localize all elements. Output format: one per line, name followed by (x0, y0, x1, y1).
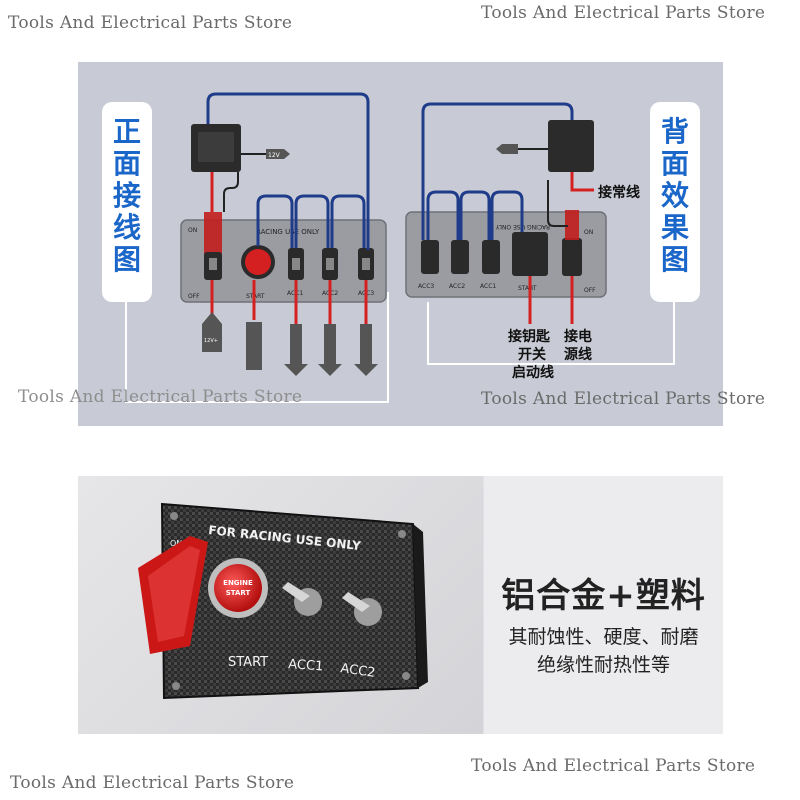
back-blue-acc3-acc2 (426, 190, 460, 240)
back-main-switch (562, 238, 582, 276)
front-plate-header: RACING USE ONLY (256, 228, 320, 236)
front-blue-loop-wire (206, 92, 370, 250)
plate-edge (413, 524, 428, 688)
material-info-box: 铝合金+塑料 其耐蚀性、硬度、耐磨 绝缘性耐热性等 (484, 476, 723, 734)
battery-tag-text: 12V+ (204, 338, 218, 344)
back-label-char: 果 (660, 211, 689, 244)
back-acc2-label: ACC2 (449, 283, 465, 290)
back-start-switch (512, 232, 548, 276)
back-relay-to-switch-wire (547, 180, 568, 227)
back-off-label: OFF (584, 287, 596, 294)
back-acc2-switch (451, 240, 469, 274)
front-acc3-lever (362, 258, 370, 270)
material-desc-line1: 其耐蚀性、硬度、耐磨 (508, 626, 699, 648)
watermark-top-right: Tools And Electrical Parts Store (481, 3, 766, 23)
battery-tag-box (202, 324, 222, 352)
plate-screw-br (402, 672, 410, 680)
front-wiring-label: 正 面 接 线 图 (102, 102, 152, 302)
watermark-top-left: Tools And Electrical Parts Store (8, 13, 293, 33)
power-line-note-1: 接电 (564, 329, 592, 345)
back-acc1-label: ACC1 (480, 283, 496, 290)
plate-screw-tr (398, 530, 406, 538)
back-relay-box (548, 120, 594, 172)
engine-start-text-2: START (226, 589, 251, 597)
relay-face (198, 132, 234, 162)
front-acc1-lever (292, 258, 300, 270)
front-acc2-lever (326, 258, 334, 270)
engine-start-button (214, 564, 262, 612)
back-blue-loop-wire (421, 102, 574, 240)
back-label-char: 面 (660, 147, 689, 180)
back-label-char: 背 (660, 115, 689, 148)
front-blue-acc2-acc3 (330, 194, 366, 248)
plate-on-label: ON (170, 539, 182, 548)
material-title: 铝合金+塑料 (501, 576, 706, 616)
front-switch-plate (180, 219, 387, 303)
front-on-label: ON (188, 227, 197, 234)
back-red-normal-wire (570, 172, 594, 192)
key-switch-note-3: 启动线 (512, 365, 554, 381)
front-label-connector (125, 292, 389, 403)
back-acc3-label: ACC3 (418, 283, 434, 290)
front-label-char: 面 (112, 147, 141, 180)
front-start-button (245, 249, 271, 275)
key-switch-note-1: 接钥匙 (508, 329, 550, 345)
front-label-char: 图 (112, 243, 141, 276)
red-safety-cover-highlight (148, 546, 200, 642)
front-label-char: 正 (112, 115, 141, 148)
watermark-mid-left: Tools And Electrical Parts Store (18, 387, 303, 407)
acc1-toggle-lever (282, 582, 310, 602)
back-label-connector (427, 302, 675, 365)
back-acc1-switch (482, 240, 500, 274)
wiring-diagram-svg: RACING USE ONLY ON OFF 12V START ACC1 AC… (125, 92, 675, 403)
product-acc2-label: ACC2 (339, 661, 376, 681)
watermark-bottom-left: Tools And Electrical Parts Store (10, 773, 295, 793)
normal-line-note: 接常线 (598, 185, 640, 201)
back-acc3-switch (421, 240, 439, 274)
back-relay-tag (496, 144, 518, 154)
product-panel: FOR RACING USE ONLY ON ENGINE START STAR… (78, 476, 723, 734)
watermark-bottom-right: Tools And Electrical Parts Store (471, 756, 756, 776)
back-safety-cover (565, 210, 579, 240)
product-acc1-label: ACC1 (288, 657, 324, 674)
plate-screw-bl (172, 682, 180, 690)
key-switch-note-2: 开关 (518, 347, 546, 363)
front-main-toggle-lever (209, 258, 217, 270)
back-start-label: START (518, 285, 537, 292)
product-photo: FOR RACING USE ONLY ON ENGINE START STAR… (78, 476, 483, 734)
back-blue-acc2-acc1 (459, 190, 491, 240)
back-on-label: ON (584, 229, 593, 236)
back-effect-label: 背 面 效 果 图 (650, 102, 700, 302)
watermark-mid-right: Tools And Electrical Parts Store (481, 389, 766, 409)
relay-output-tag-shape (266, 149, 290, 159)
engine-start-text-1: ENGINE (223, 579, 253, 587)
back-blue-acc1-start (490, 190, 524, 240)
acc2-output-arrow (318, 324, 342, 376)
relay-output-tag: 12V (268, 152, 281, 159)
front-label-char: 接 (112, 179, 141, 212)
battery-tag-arrow (202, 312, 222, 324)
acc3-output-arrow (354, 324, 378, 376)
back-switch-plate (405, 211, 607, 298)
product-photo-svg: FOR RACING USE ONLY ON ENGINE START STAR… (138, 502, 428, 700)
plate-screw-tl (170, 512, 178, 520)
front-safety-cover (204, 212, 222, 254)
front-relay-to-switch-wire (223, 172, 239, 212)
front-blue-start-acc1 (256, 194, 294, 248)
front-blue-acc1-acc2 (294, 194, 330, 248)
acc1-output-arrow (284, 324, 308, 376)
back-label-char: 图 (660, 243, 689, 276)
front-label-char: 线 (112, 211, 141, 244)
start-output-tag (246, 322, 262, 370)
power-line-note-2: 源线 (564, 347, 592, 363)
acc2-toggle-lever (342, 592, 370, 612)
wiring-diagram-panel: RACING USE ONLY ON OFF 12V START ACC1 AC… (78, 62, 723, 426)
front-off-label: OFF (188, 293, 200, 300)
material-desc-line2: 绝缘性耐热性等 (536, 654, 670, 676)
back-label-char: 效 (660, 179, 689, 212)
product-start-label: START (228, 655, 268, 670)
